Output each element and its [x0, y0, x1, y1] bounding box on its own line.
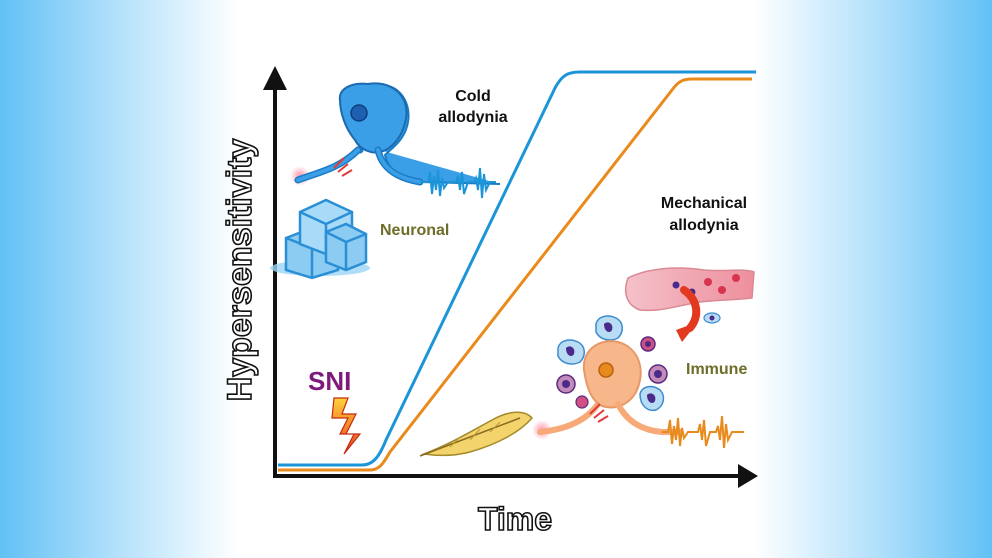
cold-pain-burst-icon	[333, 157, 353, 177]
immune-cell-icon	[556, 312, 721, 412]
mech-neuron-icon	[532, 340, 744, 449]
mechanical-allodynia-label-line1: Mechanical	[661, 195, 747, 212]
cold-allodynia-curve	[278, 70, 756, 467]
feather-icon	[419, 411, 533, 457]
cold-allodynia-label-line2: allodynia	[438, 109, 507, 126]
blood-vessel-icon	[624, 267, 755, 312]
x-axis	[273, 464, 758, 488]
y-axis-label: Hypersensitivity	[221, 139, 259, 402]
ice-cubes-icon	[270, 198, 370, 280]
cold-neuron-icon	[290, 82, 501, 199]
neuronal-label: Neuronal	[380, 222, 449, 239]
immune-label: Immune	[686, 361, 747, 378]
sni-label: SNI	[308, 366, 351, 396]
x-axis-arrowhead	[738, 464, 758, 488]
lightning-icon	[331, 397, 362, 455]
y-axis	[263, 66, 287, 476]
recruitment-arrow-icon	[676, 286, 701, 342]
x-axis-label: Time	[478, 501, 552, 537]
cold-allodynia-label-line1: Cold	[455, 88, 491, 105]
mechanical-allodynia-label-line2: allodynia	[669, 217, 738, 234]
mech-pain-burst-icon	[589, 403, 609, 423]
y-axis-arrowhead	[263, 66, 287, 90]
mechanical-allodynia-curve	[278, 77, 752, 472]
